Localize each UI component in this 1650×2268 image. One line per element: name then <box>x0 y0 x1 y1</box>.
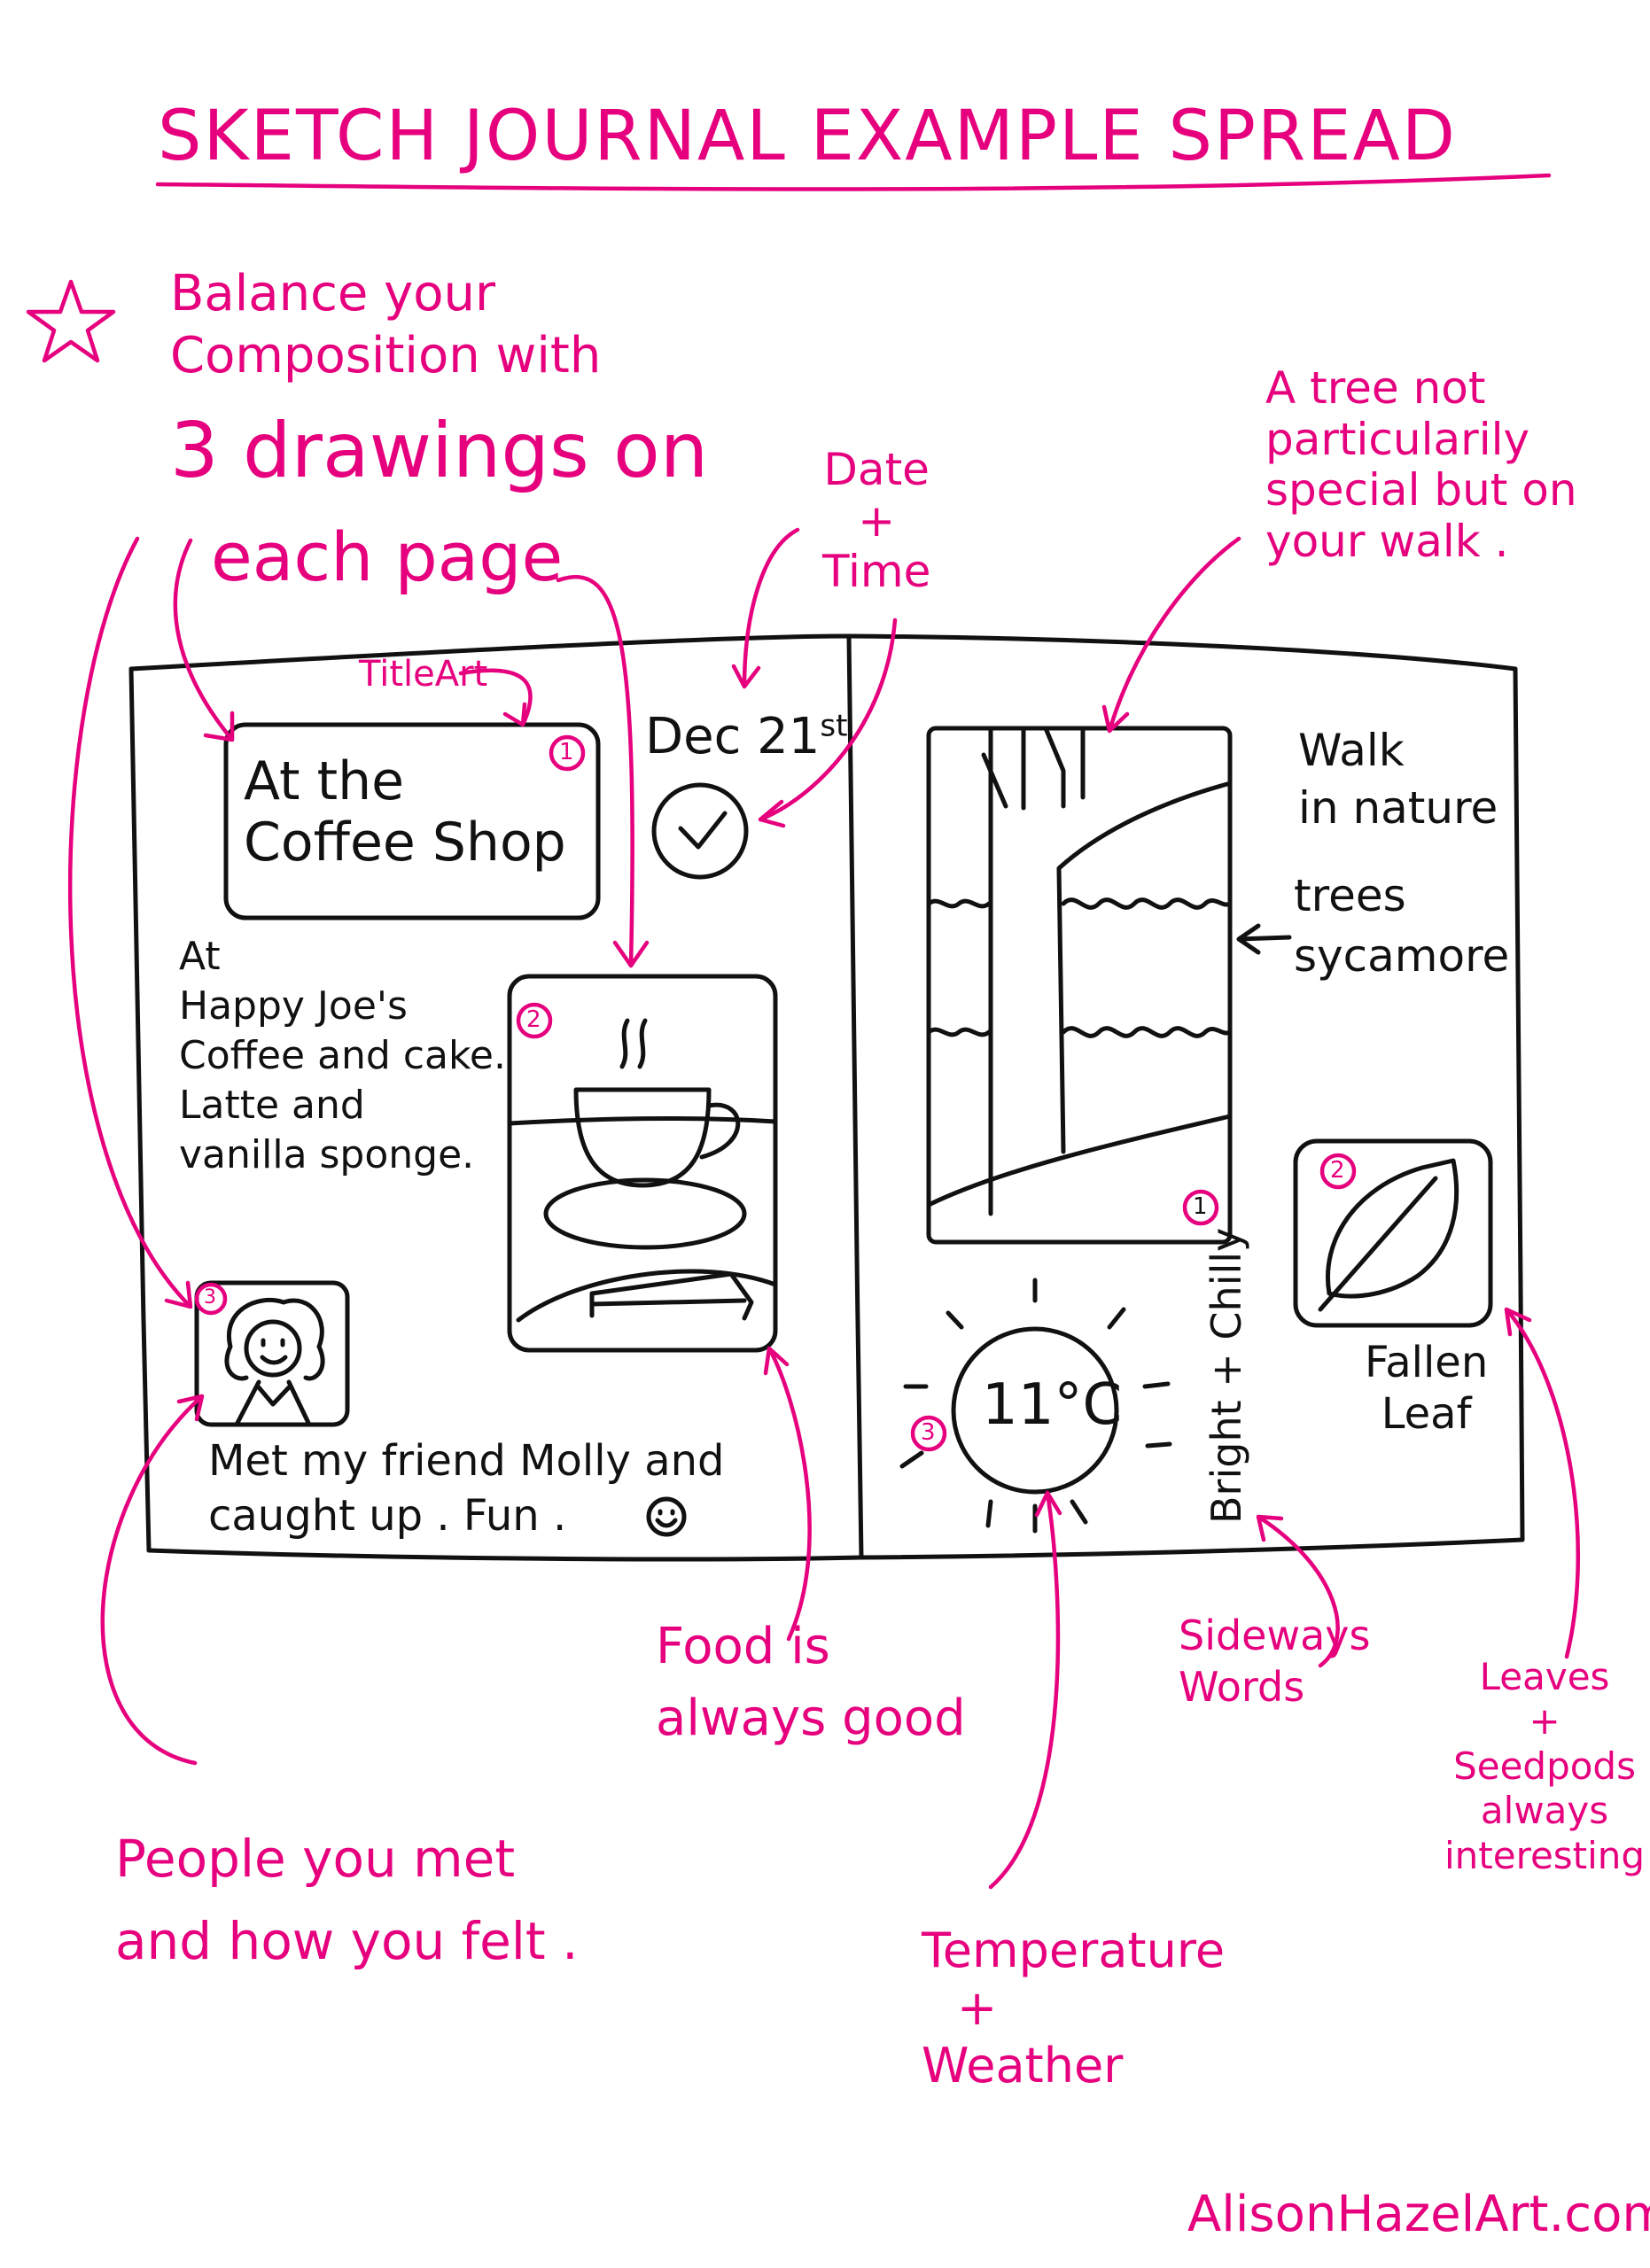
notebook-outline <box>128 633 1525 1562</box>
star-icon <box>26 279 116 363</box>
badge-1-right-label: 1 <box>1193 1193 1208 1220</box>
arrow-leaves <box>1504 1307 1581 1659</box>
tip-balance-line3: 3 drawings on <box>170 407 709 495</box>
arrow-balance-to-coffee <box>556 574 650 968</box>
credit-text: AlisonHazelArt.com <box>1187 2186 1650 2243</box>
notebook-spine <box>846 633 864 1560</box>
walk-text: Walk in nature <box>1298 725 1498 834</box>
journal-caption: Met my friend Molly and caught up . Fun … <box>208 1436 725 1542</box>
coffee-cup-icon <box>507 974 778 1353</box>
smiley-icon <box>646 1496 687 1537</box>
title-art-text: At the Coffee Shop <box>244 750 566 874</box>
sideways-words-text: Bright + Chilly <box>1202 1227 1250 1524</box>
badge-1-left <box>549 734 586 772</box>
arrow-balance-to-portrait <box>67 536 193 1309</box>
badges <box>194 734 1357 1452</box>
arrow-title-art <box>458 668 533 727</box>
tip-temperature: Temperature + Weather <box>922 1922 1226 2093</box>
tip-people: People you met and how you felt . <box>115 1829 579 1971</box>
badge-3-left <box>194 1282 228 1316</box>
temperature-reading: 11°C <box>982 1372 1123 1438</box>
arrow-time <box>758 617 898 828</box>
arrow-sideways <box>1256 1514 1340 1668</box>
badge-2-right-label: 2 <box>1330 1157 1345 1184</box>
leaf-caption: Fallen Leaf <box>1365 1338 1489 1439</box>
badge-2-left <box>516 1002 553 1039</box>
journal-body-text: At Happy Joe's Coffee and cake. Latte an… <box>179 934 506 1177</box>
arrow-people <box>100 1394 205 1766</box>
badge-1-left-label: 1 <box>559 739 574 765</box>
sun-icon <box>899 1278 1172 1534</box>
tip-leaves: Leaves + Seedpods always interesting <box>1444 1655 1646 1877</box>
arrow-trees-label <box>1236 923 1292 955</box>
arrow-balance-to-title <box>173 538 235 742</box>
tip-tree-note: A tree not particularily special but on … <box>1265 362 1577 567</box>
tree-icon <box>926 726 1233 1245</box>
badge-1-right <box>1182 1189 1219 1226</box>
tip-balance-line4: each page <box>211 517 564 596</box>
arrow-temperature <box>988 1490 1062 1890</box>
badge-3-right <box>910 1415 947 1452</box>
badge-3-left-label: 3 <box>204 1286 216 1309</box>
title-underline <box>155 173 1552 191</box>
page-title: SKETCH JOURNAL EXAMPLE SPREAD <box>158 97 1457 176</box>
tip-food: Food is always good <box>656 1618 966 1748</box>
tip-balance-line1: Balance your <box>170 265 496 322</box>
badge-2-left-label: 2 <box>526 1006 541 1033</box>
tip-title-art: TitleArt <box>359 654 488 695</box>
clock-icon <box>651 782 749 880</box>
leaf-icon <box>1293 1138 1493 1328</box>
arrow-food <box>763 1346 812 1642</box>
badge-3-right-label: 3 <box>921 1419 936 1446</box>
tip-date-time: Date + Time <box>822 444 931 597</box>
badge-2-right <box>1319 1153 1357 1190</box>
journal-date: Dec 21st <box>645 708 848 765</box>
tip-sideways: Sideways Words <box>1179 1612 1371 1711</box>
tip-balance-line2: Composition with <box>170 327 602 384</box>
arrow-tree <box>1101 536 1241 734</box>
molly-portrait-icon <box>194 1280 350 1427</box>
title-art-box <box>223 722 601 920</box>
arrow-date <box>731 527 800 689</box>
trees-text: trees sycamore <box>1294 870 1510 982</box>
annotation-arrows <box>67 527 1581 1890</box>
